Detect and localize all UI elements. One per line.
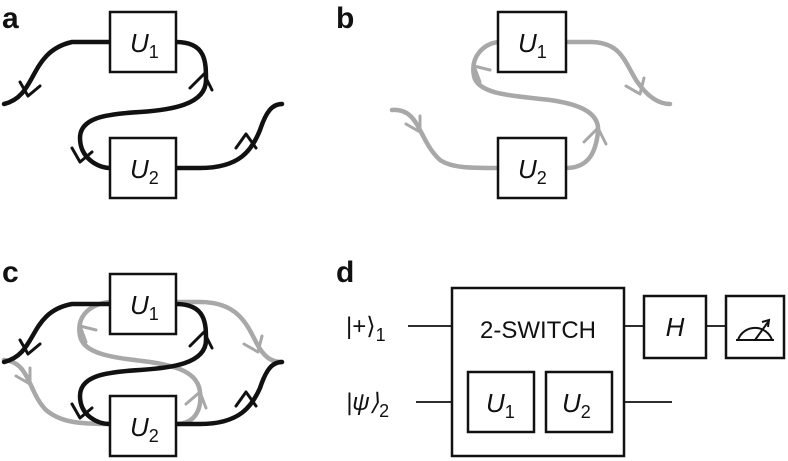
gate-u1-b: U1 <box>496 10 568 74</box>
path-dark-a <box>1 39 285 171</box>
svg-text:U1: U1 <box>130 290 159 324</box>
gate-u2-b: U2 <box>496 136 568 200</box>
panel-b: b U1 U2 <box>336 2 673 200</box>
svg-text:H: H <box>666 312 685 342</box>
arrow-c-8 <box>242 334 264 354</box>
arrow-a-4 <box>234 132 258 150</box>
panel-label-d: d <box>336 256 354 289</box>
arrow-a-1 <box>18 80 42 98</box>
arrow-b-3 <box>472 64 492 84</box>
svg-text:U2: U2 <box>518 154 547 188</box>
arrow-c-7 <box>78 324 98 344</box>
svg-text:U2: U2 <box>130 412 159 446</box>
arrow-b-4 <box>624 76 646 96</box>
panel-label-c: c <box>2 256 19 289</box>
switch-label: 2-SWITCH <box>480 317 596 344</box>
gate-u1-a: U1 <box>108 10 178 74</box>
arrow-b-2 <box>582 126 608 146</box>
arrow-c-2 <box>188 330 214 350</box>
svg-text:U2: U2 <box>562 388 591 422</box>
gate-u2-a: U2 <box>108 136 178 200</box>
gate-u1-d: U1 <box>466 370 536 434</box>
arrow-a-2 <box>188 72 214 92</box>
gate-h: H <box>642 294 708 360</box>
arrow-c-5 <box>14 366 32 386</box>
meter-icon <box>724 294 786 360</box>
arrow-c-4 <box>234 390 258 408</box>
panel-c: c U1 U2 <box>1 256 285 458</box>
gate-u2-d: U2 <box>544 370 614 434</box>
svg-text:U1: U1 <box>130 28 159 62</box>
arrow-c-6 <box>184 390 208 410</box>
path-dark-c <box>1 301 285 427</box>
svg-text:U1: U1 <box>518 28 547 62</box>
panel-d: d |+⟩1 |ψ⟩2 2-SWITCH U1 U2 H <box>336 256 786 458</box>
arrow-a-3 <box>70 146 94 164</box>
input-2-label: |ψ⟩2 <box>346 389 389 421</box>
arrow-c-3 <box>70 402 94 420</box>
path-grey-c <box>1 299 285 427</box>
panel-a: a U1 U2 <box>1 2 285 200</box>
panel-label-a: a <box>2 2 19 35</box>
svg-text:U2: U2 <box>130 154 159 188</box>
arrow-c-1 <box>18 338 42 356</box>
input-1-label: |+⟩1 <box>346 313 386 345</box>
path-grey-b <box>389 39 673 171</box>
gate-u1-c: U1 <box>108 272 178 336</box>
arrow-b-1 <box>404 114 422 134</box>
gate-u2-c: U2 <box>108 394 178 458</box>
svg-text:U1: U1 <box>486 388 515 422</box>
panel-label-b: b <box>336 2 354 35</box>
